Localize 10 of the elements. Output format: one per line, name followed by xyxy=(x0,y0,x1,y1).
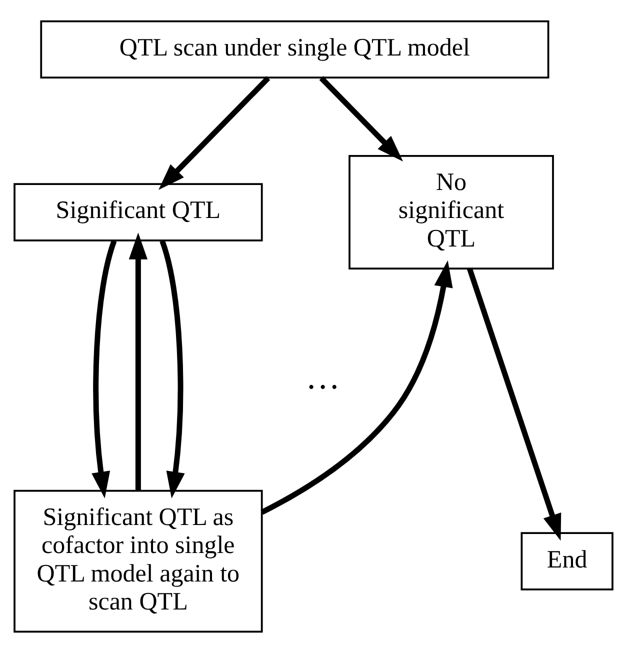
node-box: No significant QTL xyxy=(348,154,554,270)
label: … xyxy=(306,358,340,396)
arrow xyxy=(260,260,453,515)
arrow xyxy=(319,76,404,162)
node-box: Significant QTL xyxy=(14,183,263,242)
arrow xyxy=(158,76,270,190)
node-box: Significant QTL as cofactor into single QTL model again to scan QTL xyxy=(14,490,263,633)
arrow xyxy=(128,232,148,490)
node-box: QTL scan under single QTL model xyxy=(40,20,550,79)
node-box: End xyxy=(520,532,614,590)
